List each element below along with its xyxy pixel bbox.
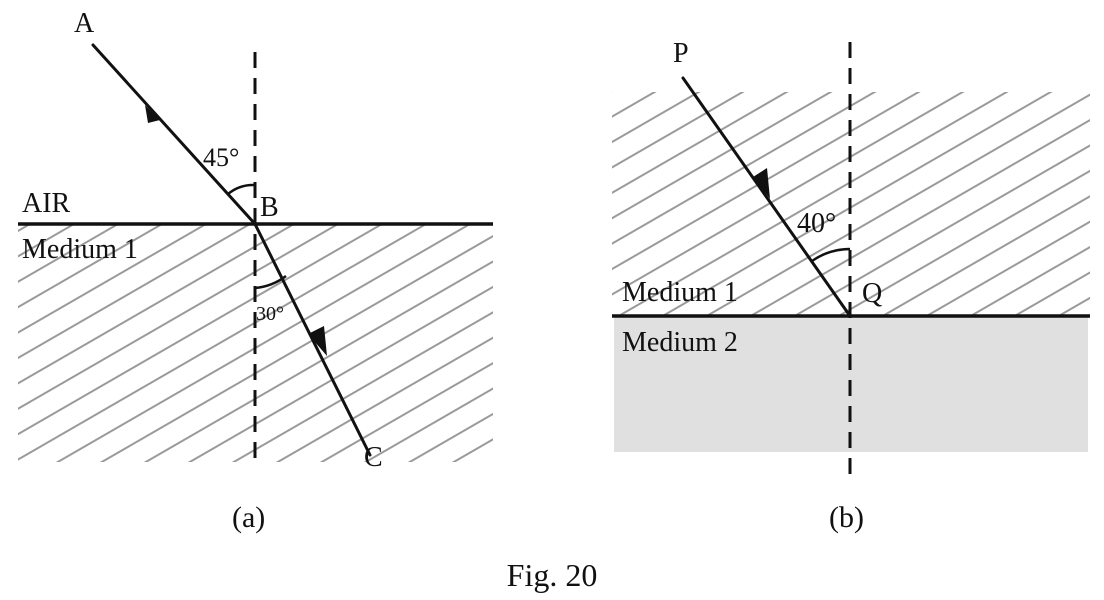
panel-b: P Q 40° Medium 1 Medium 2 (b) bbox=[612, 38, 1090, 534]
refracted-ray-bc bbox=[253, 222, 372, 457]
angle-arc-40 bbox=[811, 247, 851, 263]
arrow-head-pq bbox=[753, 168, 770, 199]
arrow-head-ab bbox=[145, 105, 160, 123]
angle-arc-45 bbox=[227, 183, 256, 195]
label-point-b: B bbox=[260, 192, 279, 223]
incident-ray-pq bbox=[681, 76, 852, 318]
label-medium-1-a: Medium 1 bbox=[22, 234, 138, 265]
panel-b-tag: (b) bbox=[829, 501, 864, 534]
label-medium-2: Medium 2 bbox=[622, 327, 738, 358]
label-medium-1-b: Medium 1 bbox=[622, 277, 738, 308]
label-angle-45: 45° bbox=[203, 143, 239, 172]
label-point-c: C bbox=[364, 442, 383, 473]
angle-arc-30 bbox=[254, 274, 287, 290]
label-angle-40: 40° bbox=[797, 208, 836, 239]
figure-caption: Fig. 20 bbox=[507, 557, 598, 593]
label-air: AIR bbox=[22, 188, 71, 219]
arrow-head-bc bbox=[308, 326, 327, 356]
panel-a-tag: (a) bbox=[232, 501, 265, 534]
label-point-p: P bbox=[673, 38, 689, 69]
panel-a: AIR Medium 1 A B C 45° 30° (a) bbox=[18, 8, 493, 534]
label-point-q: Q bbox=[862, 278, 882, 309]
label-point-a: A bbox=[74, 8, 95, 39]
incident-ray-ab bbox=[91, 43, 257, 226]
label-angle-30: 30° bbox=[256, 303, 284, 325]
